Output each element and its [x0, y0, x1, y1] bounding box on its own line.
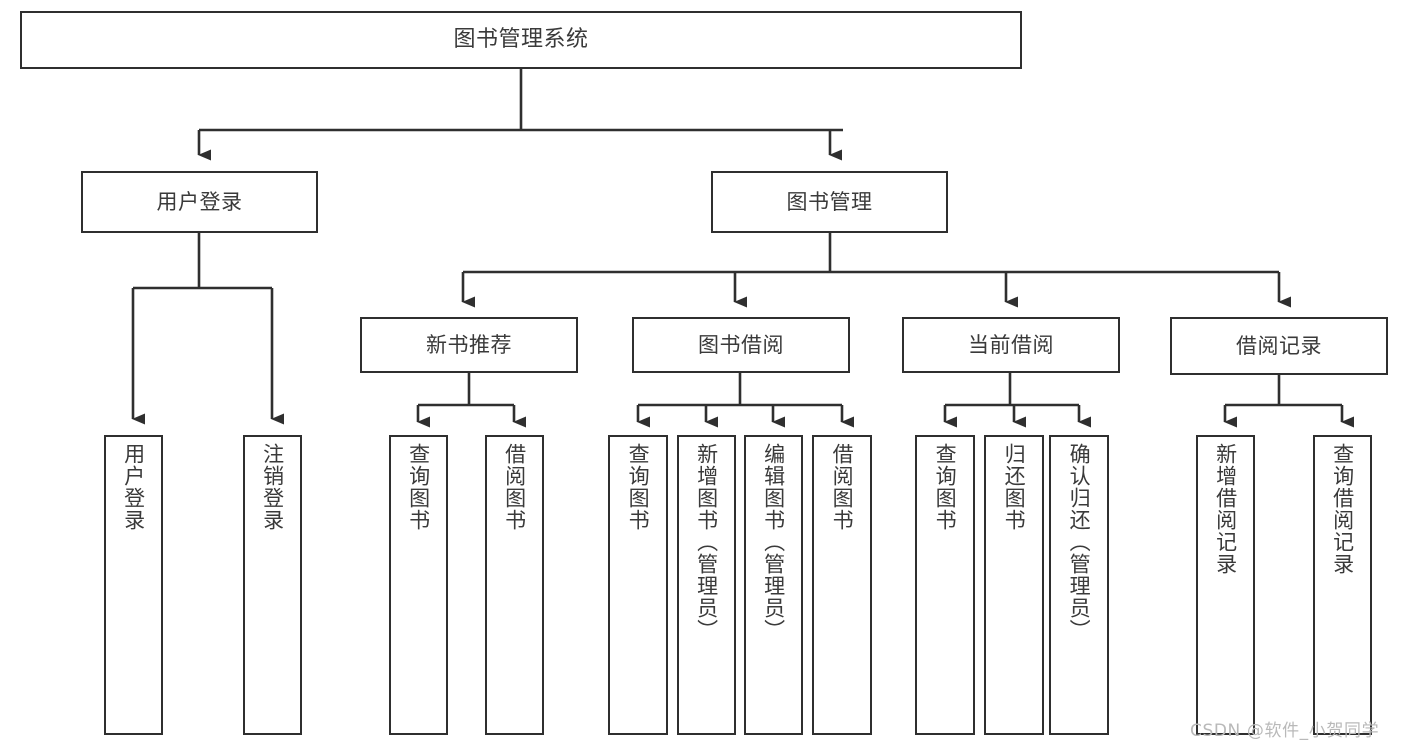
leaf-user-login-login[interactable]: 用户登录 — [104, 435, 163, 735]
node-book-borrow[interactable]: 图书借阅 — [632, 317, 850, 373]
node-label: 当前借阅 — [968, 332, 1054, 357]
node-label: 用户登录 — [156, 189, 243, 214]
node-root-book-management-system[interactable]: 图书管理系统 — [20, 11, 1022, 69]
node-current-borrow[interactable]: 当前借阅 — [902, 317, 1120, 373]
node-label: 归还图书 — [1002, 443, 1027, 531]
leaf-book-borrow-edit-book-admin[interactable]: 编辑图书（管理员） — [744, 435, 803, 735]
node-label: 新书推荐 — [426, 332, 512, 357]
leaf-current-borrow-return-book[interactable]: 归还图书 — [984, 435, 1044, 735]
leaf-borrow-record-add-record[interactable]: 新增借阅记录 — [1196, 435, 1255, 735]
node-label: 查询图书 — [933, 443, 958, 531]
node-new-book-recommend[interactable]: 新书推荐 — [360, 317, 578, 373]
node-borrow-record[interactable]: 借阅记录 — [1170, 317, 1388, 375]
leaf-new-book-query-book[interactable]: 查询图书 — [389, 435, 448, 735]
node-book-management[interactable]: 图书管理 — [711, 171, 948, 233]
node-label: 查询图书 — [626, 443, 651, 531]
node-label: 编辑图书（管理员） — [761, 443, 786, 641]
node-label: 借阅图书 — [502, 443, 527, 531]
leaf-book-borrow-query-book[interactable]: 查询图书 — [608, 435, 668, 735]
node-label: 新增图书（管理员） — [694, 443, 719, 641]
leaf-book-borrow-borrow-book[interactable]: 借阅图书 — [812, 435, 872, 735]
leaf-current-borrow-query-book[interactable]: 查询图书 — [915, 435, 975, 735]
csdn-watermark: CSDN @软件_小贺同学 — [1190, 721, 1380, 741]
node-label: 新增借阅记录 — [1213, 443, 1238, 575]
node-user-login[interactable]: 用户登录 — [81, 171, 318, 233]
node-label: 查询借阅记录 — [1330, 443, 1355, 575]
node-label: 确认归还（管理员） — [1067, 443, 1092, 641]
node-label: 图书借阅 — [698, 332, 784, 357]
leaf-book-borrow-add-book-admin[interactable]: 新增图书（管理员） — [677, 435, 736, 735]
leaf-current-borrow-confirm-return-admin[interactable]: 确认归还（管理员） — [1049, 435, 1109, 735]
node-label: 注销登录 — [260, 443, 285, 531]
leaf-user-login-logout[interactable]: 注销登录 — [243, 435, 302, 735]
node-label: 用户登录 — [121, 443, 146, 531]
leaf-new-book-borrow-book[interactable]: 借阅图书 — [485, 435, 544, 735]
node-label: 图书管理系统 — [453, 27, 589, 53]
node-label: 图书管理 — [786, 189, 873, 214]
node-label: 借阅图书 — [830, 443, 855, 531]
node-label: 查询图书 — [406, 443, 431, 531]
leaf-borrow-record-query-record[interactable]: 查询借阅记录 — [1313, 435, 1372, 735]
node-label: 借阅记录 — [1236, 333, 1322, 358]
